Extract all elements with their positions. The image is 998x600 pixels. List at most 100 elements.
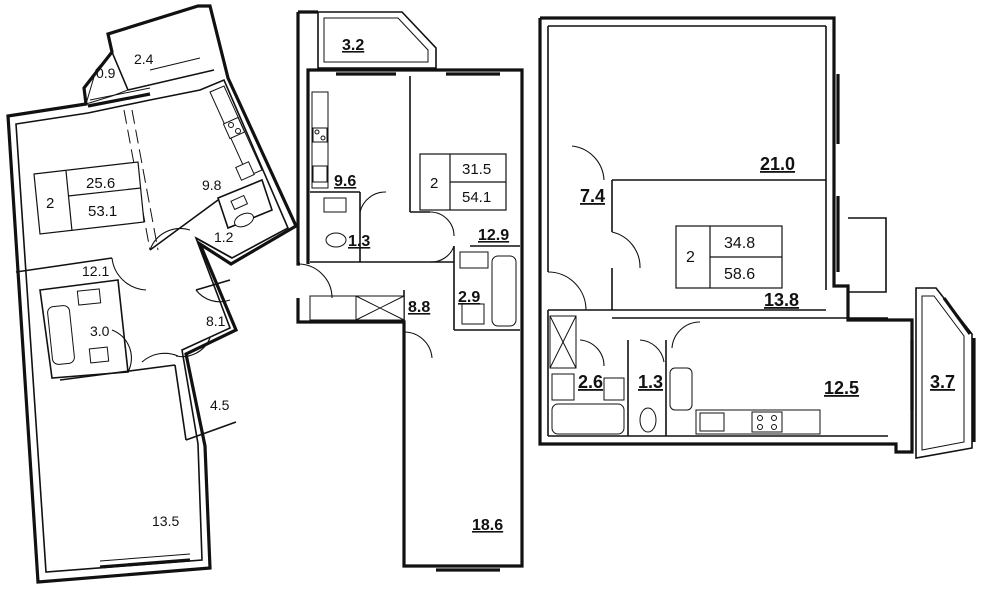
plan-3-loggia-window: [942, 297, 972, 335]
plan-1-bathtub: [47, 305, 75, 365]
plan-3-door: [547, 271, 587, 311]
plan-3-room-area: 12.5: [824, 378, 859, 398]
plan-2-room-area: 18.6: [472, 517, 503, 534]
plan-3-burner: [757, 415, 763, 421]
plan-2-stove: [312, 127, 328, 143]
plan-1-room-area: 4.5: [210, 397, 230, 413]
plan-1-burner: [235, 128, 241, 134]
plan-1-wall: [127, 69, 215, 91]
plan-1-room-count: 2: [46, 195, 54, 212]
plan-3-door: [611, 231, 641, 269]
plan-3-bathtub: [551, 403, 625, 435]
plan-1-wc-room: [217, 178, 273, 230]
plan-3-room-area: 21.0: [760, 154, 795, 174]
plan-1-wall: [149, 199, 219, 251]
plan-3-door: [639, 339, 665, 363]
plan-1-sink: [88, 346, 110, 364]
plan-3-balcony: [848, 217, 887, 293]
plan-3-washbasin: [603, 377, 625, 401]
plan-2-balcony-inner: [323, 17, 429, 63]
plan-1-wall: [174, 364, 187, 441]
plan-2-door: [429, 211, 455, 237]
plan-1-wall: [195, 237, 233, 259]
plan-2-total-area: 54.1: [462, 189, 491, 206]
plan-3-summary-box: 2 34.8 58.6: [675, 225, 783, 289]
plan-2-wardrobe: [309, 295, 405, 321]
plan-3-living-area: 34.8: [724, 235, 755, 252]
plan-1-room-area: 8.1: [206, 313, 226, 329]
plan-2-toilet: [325, 232, 347, 248]
plan-2-door: [359, 191, 387, 213]
plan-1-room-area: 2.4: [134, 51, 154, 67]
plan-1-washbasin: [230, 194, 249, 211]
plan-1-room-area: 12.1: [82, 263, 109, 279]
plan-2-burner: [320, 135, 326, 141]
plan-1-wall: [185, 421, 237, 441]
plan-1-summary-box: 2 25.6 53.1: [33, 161, 145, 235]
plan-3-loggia-inner: [921, 295, 965, 451]
plan-3-outer-wall: [538, 16, 914, 454]
plan-1-wall: [59, 364, 176, 381]
plan-2-room-count: 2: [430, 175, 438, 192]
plan-2-outer-wall: [296, 12, 300, 266]
plan-2-room-area: 8.8: [408, 299, 430, 316]
plan-1-room-area: 13.5: [152, 513, 179, 529]
plan-3-bathtub-small: [669, 367, 693, 411]
plan-1-burner: [228, 122, 234, 128]
plan-3-stove: [751, 411, 783, 433]
plan-3-room-area: 13.8: [764, 290, 799, 310]
plan-3-total-area: 58.6: [724, 266, 755, 283]
plan-3-toilet: [639, 407, 657, 433]
plan-2-door: [429, 245, 455, 263]
floor-plan-2: 2 31.5 54.1 3.2 9.6 1.3 12.9 8.8 2.9 18.…: [296, 10, 524, 572]
plan-1-sink: [235, 161, 255, 181]
plan-1-balcony-rail: [149, 57, 201, 71]
plan-1-door: [111, 329, 132, 373]
plan-1-window: [99, 558, 191, 569]
plan-1-room-area: 0.9: [96, 65, 116, 81]
plan-1-outer-wall: [6, 4, 299, 584]
plan-1-window: [89, 87, 151, 101]
plan-1-washing-machine: [76, 288, 102, 306]
plan-1-living-area: 25.6: [86, 175, 115, 192]
plan-3-loggia: [915, 287, 973, 459]
plan-1-wall: [111, 51, 129, 91]
plan-1-window: [87, 92, 151, 108]
plan-1-room-area: 1.2: [214, 229, 234, 245]
plan-1-wall: [15, 257, 113, 273]
plan-1-door: [111, 257, 147, 291]
plan-2-door: [403, 331, 433, 359]
plan-3-burner: [757, 424, 763, 430]
plan-3-sink: [699, 412, 725, 432]
plan-2-room-area: 3.2: [342, 37, 364, 54]
plan-3-door: [671, 321, 701, 349]
plan-3-room-area: 2.6: [578, 372, 603, 392]
plan-3-room-area: 3.7: [930, 372, 955, 392]
plan-2-burner: [314, 129, 320, 135]
plan-3-washing-machine: [551, 373, 575, 401]
plan-2-balcony: [317, 11, 437, 69]
plan-3-room-area: 1.3: [638, 372, 663, 392]
plan-2-bathtub: [491, 255, 517, 327]
plan-2-summary-box: 2 31.5 54.1: [419, 153, 507, 211]
plan-2-washing-machine: [461, 303, 485, 325]
plan-1-room-area: 3.0: [90, 323, 110, 339]
floor-plan-3: 2 34.8 58.6 21.0 7.4 13.8 2.6 1.3 12.5 3…: [538, 16, 976, 459]
plan-1-total-area: 53.1: [88, 203, 117, 220]
plan-3-room-count: 2: [686, 249, 695, 266]
plan-3-burner: [771, 415, 777, 421]
plan-2-room-area: 2.9: [458, 289, 480, 306]
plan-1-wall: [195, 279, 231, 291]
plan-1-door: [195, 289, 231, 303]
plan-1-door: [141, 352, 179, 363]
plan-2-room-area: 12.9: [478, 227, 509, 244]
plan-3-room-area: 7.4: [580, 186, 605, 206]
plan-2-room-area: 9.6: [334, 173, 356, 190]
plan-3-wardrobe-line: [549, 315, 577, 369]
floor-plan-1: 2 25.6 53.1 0.9 2.4 9.8 1.2 12.1 3.0 8.1…: [6, 4, 299, 584]
plan-2-wardrobe-line: [355, 295, 405, 321]
plan-3-door: [571, 145, 605, 181]
plan-2-door: [297, 263, 333, 299]
plan-2-washbasin: [323, 197, 347, 213]
